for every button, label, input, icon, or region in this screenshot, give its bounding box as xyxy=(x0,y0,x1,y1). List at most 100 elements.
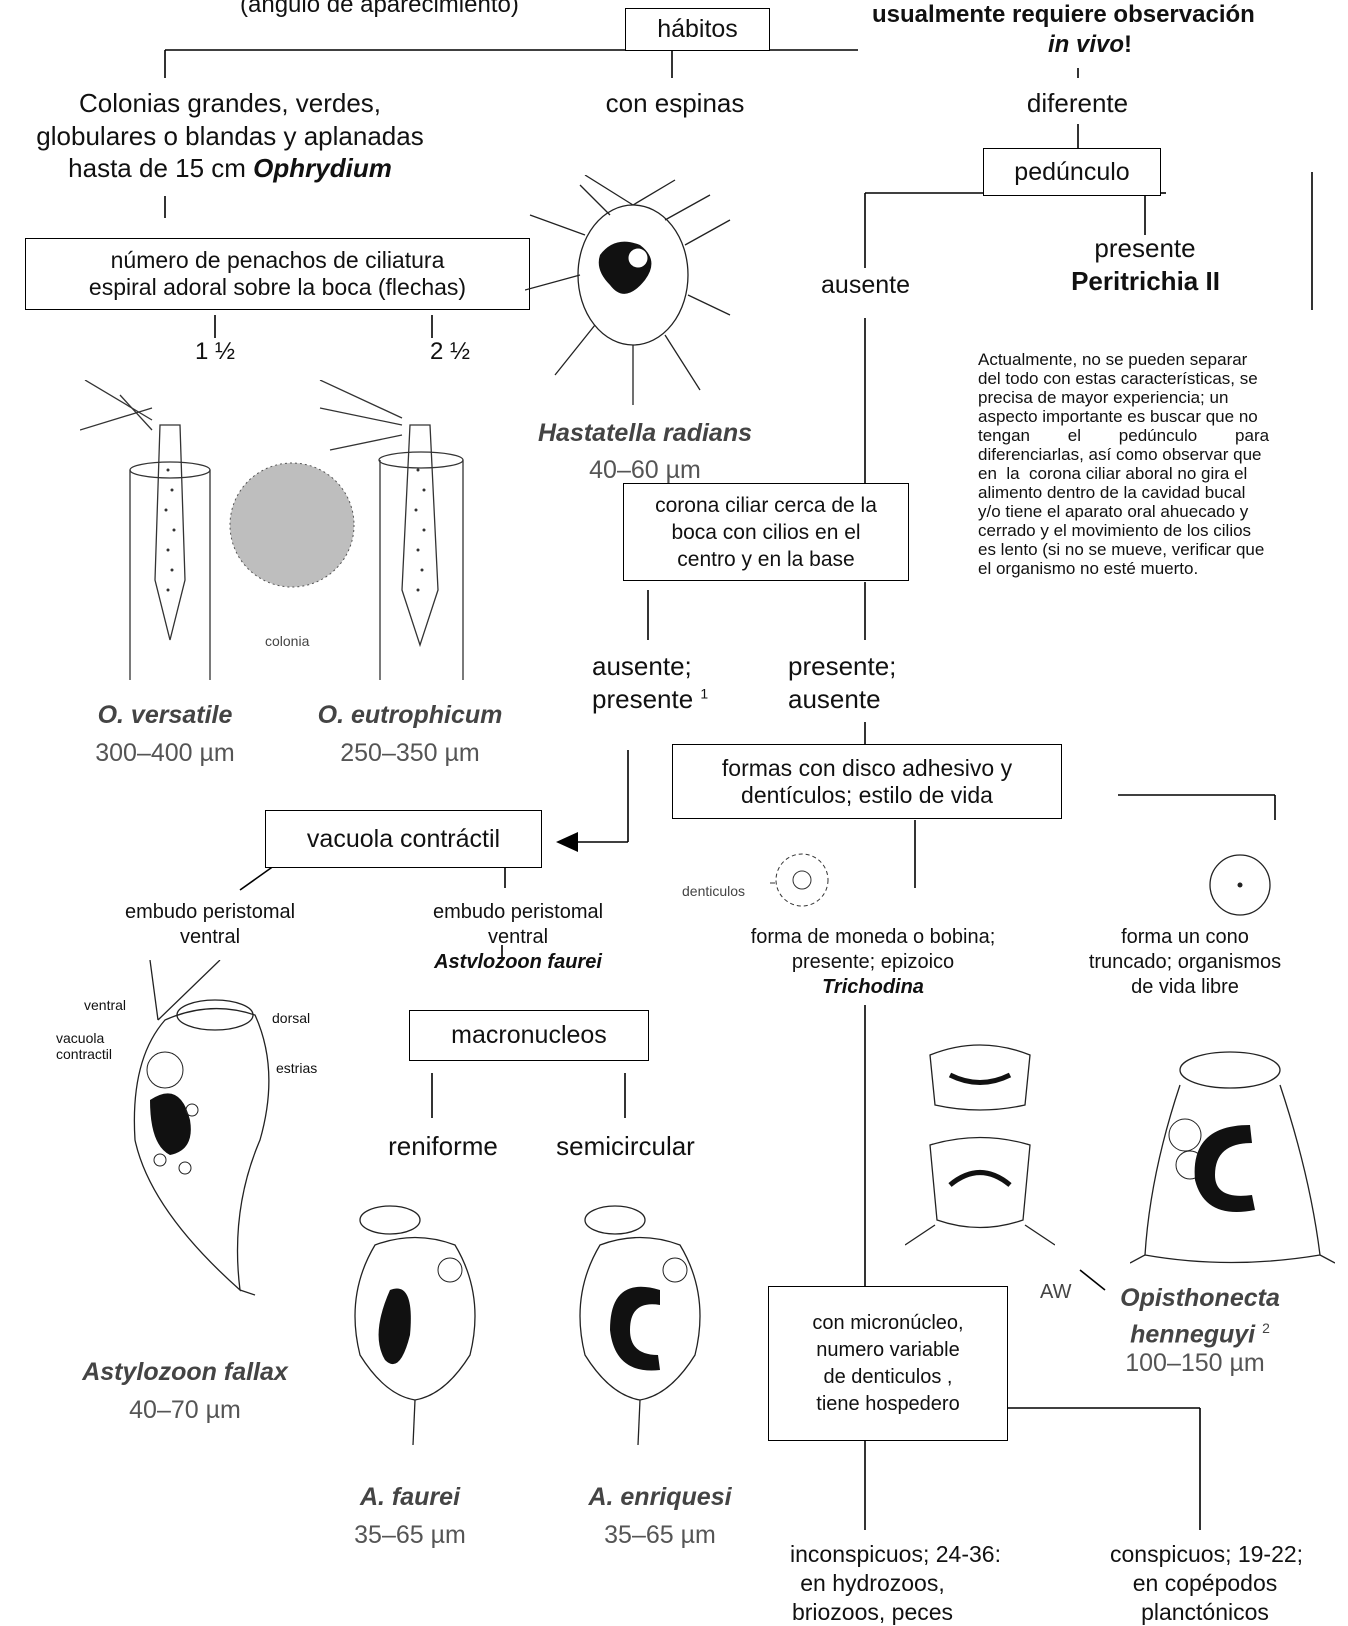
opisthonecta-name: Opisthonecta henneguyi 2 xyxy=(1100,1283,1300,1349)
embudo-left-line1: embudo peristomal xyxy=(100,900,320,925)
peritrichia-note: Actualmente, no se pueden separar del to… xyxy=(978,350,1338,578)
corona-line1: corona ciliar cerca de la xyxy=(655,492,877,519)
footnote-2: 2 xyxy=(1262,1320,1270,1336)
conspicuos-label: conspicuos; 19-22; en copépodos planctón… xyxy=(1110,1540,1300,1626)
header-note-line2: in vivo! xyxy=(1048,30,1132,60)
penachos-box: número de penachos de ciliatura espiral … xyxy=(25,238,530,310)
ophrydium-illustrations xyxy=(80,380,540,680)
opisthonecta-line2: henneguyi 2 xyxy=(1100,1313,1300,1349)
hastatella-name: Hastatella radians xyxy=(515,418,775,449)
ophrydium-genus: Ophrydium xyxy=(253,153,392,183)
note-line8: alimento dentro de la cavidad bucal xyxy=(978,483,1338,502)
ausente-label: ausente xyxy=(808,270,923,301)
note-line11: es lento (si no se mueve, verificar que xyxy=(978,540,1338,559)
reniforme-label: reniforme xyxy=(378,1130,508,1163)
note-line7: en la corona ciliar aboral no gira el xyxy=(978,464,1338,483)
note-line9: y/o tiene el aparato oral ahuecado y xyxy=(978,502,1338,521)
embudo-right-line2: ventral xyxy=(408,925,628,950)
note-line6: diferenciarlas, así como observar que xyxy=(978,445,1338,464)
cono-label: forma un cono truncado; organismos de vi… xyxy=(1080,925,1290,1000)
cono-line2: truncado; organismos xyxy=(1080,950,1290,975)
vacuola-figure-line2: contractil xyxy=(56,1046,112,1062)
peritrichia-label: Peritrichia II xyxy=(1058,265,1233,298)
enriquesi-name: A. enriquesi xyxy=(575,1482,745,1513)
moneda-line1: forma de moneda o bobina; xyxy=(738,925,1008,950)
note-line2: del todo con estas características, se xyxy=(978,369,1338,388)
inconspicuos-line1: inconspicuos; 24-36: xyxy=(790,1540,955,1569)
presente-ausente-label: presente; ausente xyxy=(788,650,896,715)
faurei-illustration xyxy=(345,1185,485,1455)
corona-box: corona ciliar cerca de la boca con cilio… xyxy=(623,483,909,581)
presente-label: presente xyxy=(1080,232,1210,265)
header-fragment: (ángulo de aparecimiento) xyxy=(240,0,519,20)
enriquesi-illustration xyxy=(570,1185,710,1455)
penachos-line1: número de penachos de ciliatura xyxy=(111,247,445,274)
eutrophicum-size: 250–350 µm xyxy=(320,738,500,769)
note-line4: aspecto importante es buscar que no xyxy=(978,407,1338,426)
embudo-left: embudo peristomal ventral xyxy=(100,900,320,950)
colonias-line1: Colonias grandes, verdes, xyxy=(10,87,450,120)
faurei-name: A. faurei xyxy=(345,1482,475,1513)
versatile-name: O. versatile xyxy=(80,700,250,731)
cono-line1: forma un cono xyxy=(1080,925,1290,950)
micronucleo-line1: con micronúcleo, xyxy=(812,1310,963,1337)
con-espinas-label: con espinas xyxy=(600,87,750,120)
ausente-presente-line2: presente 1 xyxy=(592,683,708,716)
footnote-1: 1 xyxy=(700,685,708,701)
two-half-label: 2 ½ xyxy=(420,337,480,367)
inconspicuos-label: inconspicuos; 24-36: en hydrozoos, brioz… xyxy=(790,1540,955,1626)
cono-disk-illustration xyxy=(1205,850,1275,920)
ausente-presente-line1: ausente; xyxy=(592,650,708,683)
opisthonecta-species: henneguyi xyxy=(1130,1320,1255,1348)
formas-line2: dentículos; estilo de vida xyxy=(741,782,993,809)
denticulos-illustration xyxy=(770,850,835,910)
embudo-right-line1: embudo peristomal xyxy=(408,900,628,925)
corona-line2: boca con cilios en el xyxy=(671,519,860,546)
micronucleo-box: con micronúcleo, numero variable de dent… xyxy=(768,1286,1008,1441)
habitos-box: hábitos xyxy=(625,8,770,51)
hastatella-size: 40–60 µm xyxy=(565,455,725,486)
astylozoon-fallax-illustration xyxy=(110,960,320,1300)
note-line12: el organismo no esté muerto. xyxy=(978,559,1338,578)
formas-line1: formas con disco adhesivo y xyxy=(722,755,1012,782)
presente-ausente-line1: presente; xyxy=(788,650,896,683)
note-line1: Actualmente, no se pueden separar xyxy=(978,350,1338,369)
macronucleos-box: macronucleos xyxy=(409,1010,649,1061)
fallax-size: 40–70 µm xyxy=(100,1395,270,1426)
micronucleo-line4: tiene hospedero xyxy=(816,1391,959,1418)
faurei-size: 35–65 µm xyxy=(340,1520,480,1551)
one-half-label: 1 ½ xyxy=(185,337,245,367)
ausente-presente-word: presente xyxy=(592,684,693,714)
embudo-right: embudo peristomal ventral Astvlozoon fau… xyxy=(408,900,628,975)
hastatella-illustration xyxy=(525,175,735,405)
aw-figure-label: AW xyxy=(1040,1280,1071,1305)
semicircular-label: semicircular xyxy=(548,1130,703,1163)
header-note-line1: usualmente requiere observación xyxy=(872,0,1255,30)
colonias-line2: globulares o blandas y aplanadas xyxy=(10,120,450,153)
in-vivo-text: in vivo xyxy=(1048,31,1124,58)
corona-line3: centro y en la base xyxy=(677,546,854,573)
diferente-label: diferente xyxy=(1000,87,1155,120)
denticulos-figure-label: denticulos xyxy=(682,883,745,901)
pedunculo-box: pedúnculo xyxy=(983,148,1161,196)
note-line10: cerrado y el movimiento de los cilios xyxy=(978,521,1338,540)
moneda-line2: presente; epizoico xyxy=(738,950,1008,975)
eutrophicum-name: O. eutrophicum xyxy=(300,700,520,731)
conspicuos-line1: conspicuos; 19-22; xyxy=(1110,1540,1300,1569)
trichodina-illustration xyxy=(905,1035,1055,1265)
penachos-line2: espiral adoral sobre la boca (flechas) xyxy=(89,274,466,301)
enriquesi-size: 35–65 µm xyxy=(590,1520,730,1551)
presente-ausente-line2: ausente xyxy=(788,683,896,716)
opisthonecta-line1: Opisthonecta xyxy=(1100,1283,1300,1313)
embudo-right-species: Astvlozoon faurei xyxy=(408,950,628,975)
versatile-size: 300–400 µm xyxy=(80,738,250,769)
inconspicuos-line2: en hydrozoos, xyxy=(790,1569,955,1598)
colonias-line3: hasta de 15 cm Ophrydium xyxy=(10,152,450,185)
opisthonecta-size: 100–150 µm xyxy=(1115,1348,1275,1379)
colonias-line3-text: hasta de 15 cm xyxy=(68,153,246,183)
fallax-name: Astylozoon fallax xyxy=(60,1357,310,1388)
note-line5: tengan el pedúnculo para xyxy=(978,426,1338,445)
note-line3: precisa de mayor experiencia; un xyxy=(978,388,1338,407)
micronucleo-line3: de denticulos , xyxy=(824,1364,953,1391)
moneda-label: forma de moneda o bobina; presente; epiz… xyxy=(738,925,1008,1000)
